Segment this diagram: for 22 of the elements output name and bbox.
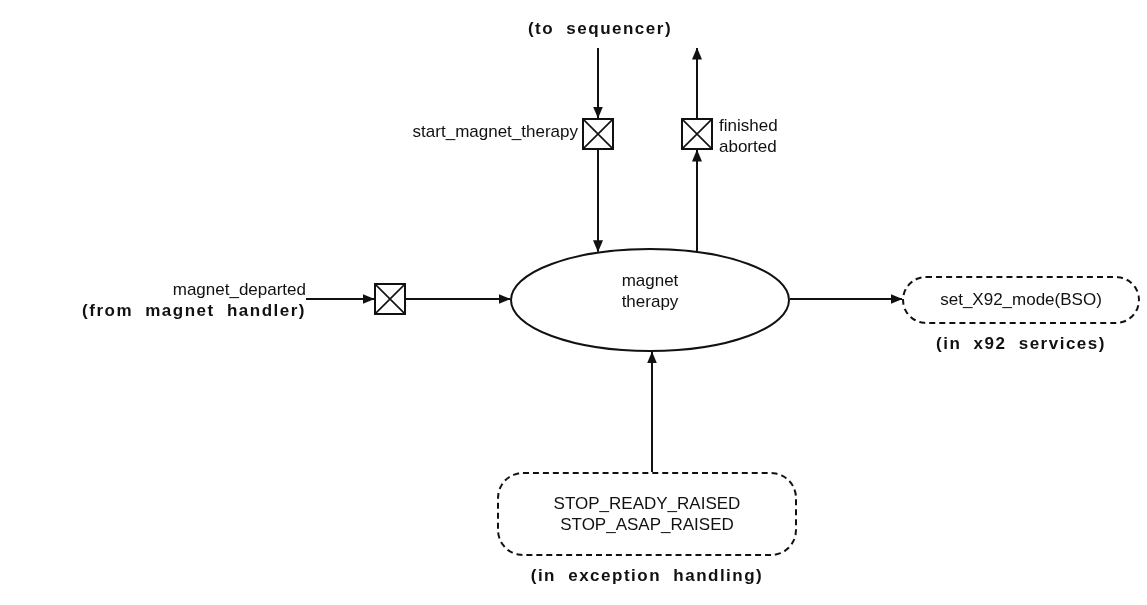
dashed-rounded-box [497, 472, 797, 556]
arrow [593, 47, 603, 119]
arrow [305, 294, 375, 304]
crossed-box [582, 118, 614, 150]
node-text: set_X92_mode(BSO) [940, 289, 1102, 311]
source-label: (in exception handling) [529, 565, 765, 587]
arrow [405, 294, 512, 304]
node-text: magnet therapy [620, 269, 680, 313]
arrow [692, 149, 702, 252]
source-label: (to sequencer) [527, 18, 673, 40]
crossed-box [374, 283, 406, 315]
node-text: magnet_departed [172, 278, 306, 300]
node-text: STOP_READY_RAISED STOP_ASAP_RAISED [552, 492, 742, 536]
arrow [593, 149, 603, 253]
signal-label: finished aborted [719, 115, 779, 158]
arrow [692, 47, 702, 119]
arrow [647, 351, 657, 473]
arrow [788, 294, 903, 304]
source-label: (in x92 services) [935, 333, 1107, 355]
source-label: (from magnet handler) [82, 300, 306, 322]
crossed-box [681, 118, 713, 150]
signal-label: start_magnet_therapy [411, 121, 578, 143]
